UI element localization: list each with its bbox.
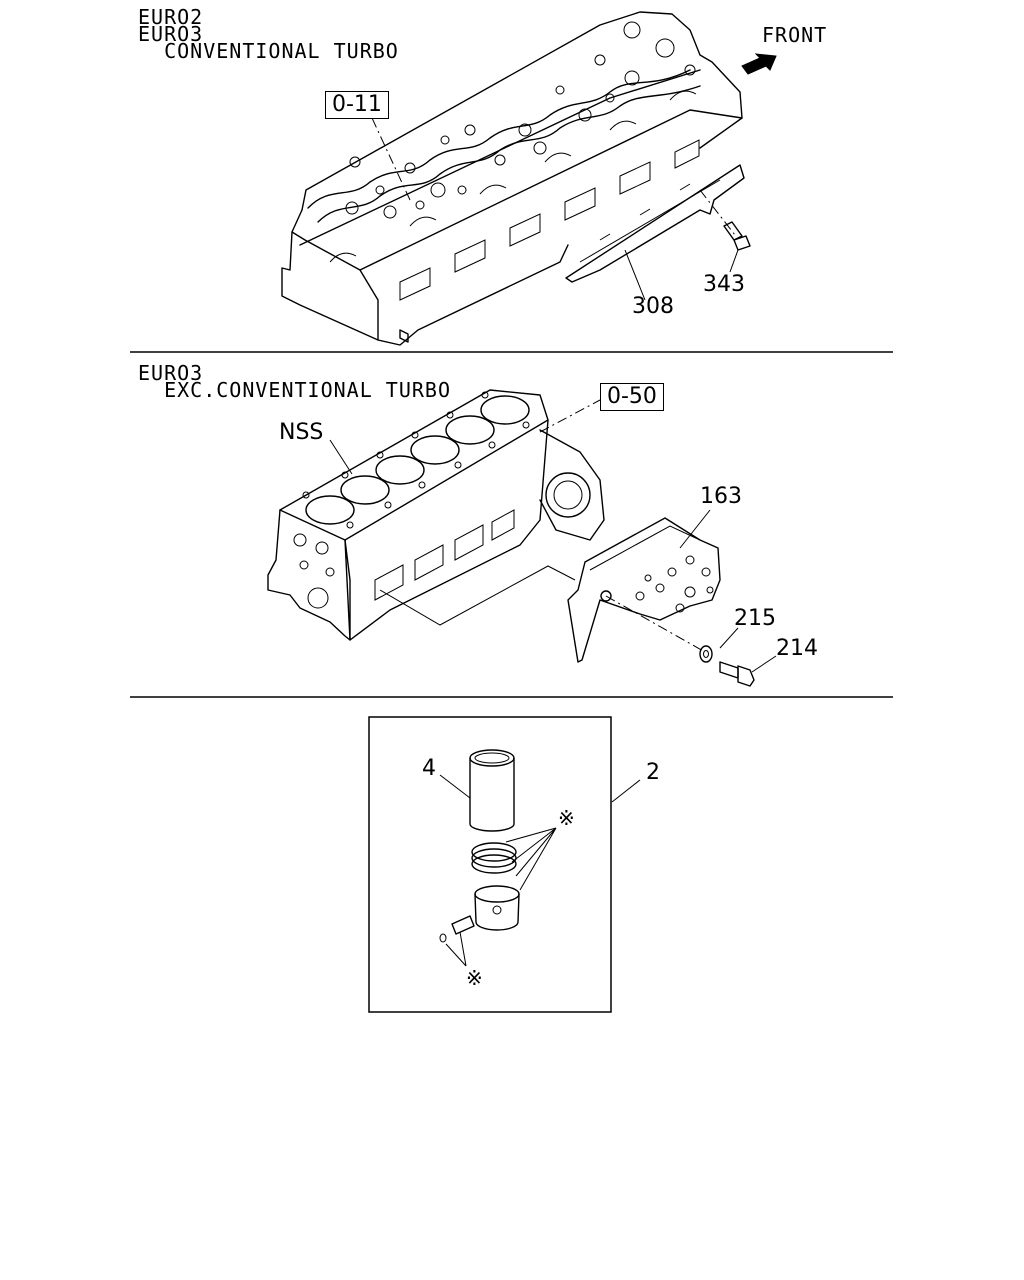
ref-box-0-50[interactable]: 0-50	[600, 383, 664, 411]
callout-nss[interactable]: NSS	[279, 420, 324, 445]
front-arrow-icon	[741, 53, 777, 75]
section1-header-line3: CONVENTIONAL TURBO	[138, 39, 399, 63]
callout-215[interactable]: 215	[734, 606, 776, 631]
callout-163[interactable]: 163	[700, 484, 742, 509]
kit-frame	[368, 716, 612, 1013]
star-mark-lower: ※	[466, 966, 483, 990]
callout-4[interactable]: 4	[422, 756, 436, 781]
section1-header-line1: EURO2	[138, 5, 204, 29]
section1-header-line2: EURO3	[138, 22, 204, 46]
cylinder-block-drawing	[267, 389, 777, 687]
front-label: FRONT	[762, 23, 828, 47]
section2-header-line1: EURO3	[138, 361, 204, 385]
piston-kit-drawing	[368, 716, 641, 1013]
callout-2[interactable]: 2	[646, 760, 660, 785]
callout-214[interactable]: 214	[776, 636, 818, 661]
ref-box-0-11[interactable]: 0-11	[325, 91, 389, 119]
section2-header-line2: EXC.CONVENTIONAL TURBO	[138, 378, 451, 402]
cylinder-head-drawing	[281, 11, 777, 346]
callout-308[interactable]: 308	[632, 294, 674, 319]
callout-343[interactable]: 343	[703, 272, 745, 297]
star-mark-upper: ※	[558, 806, 575, 830]
